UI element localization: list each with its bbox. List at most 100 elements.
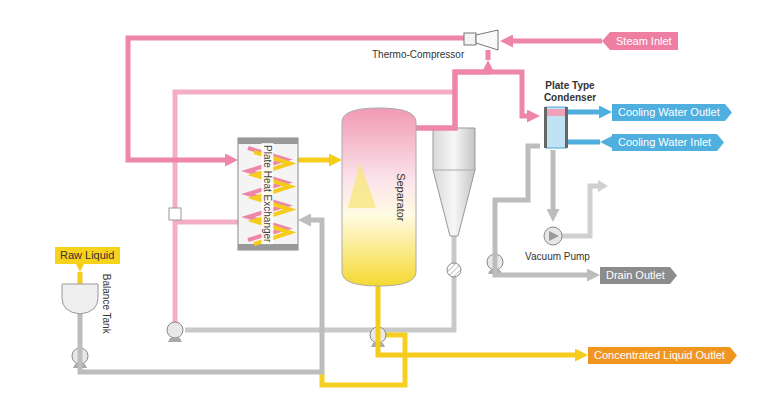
pump-symbol-part — [167, 322, 183, 338]
pipe-arrow — [80, 264, 81, 272]
compressor: Thermo-Compressor — [372, 28, 500, 60]
vacuum-exhaust-pipe-part — [562, 186, 598, 236]
valve-symbol — [169, 208, 181, 220]
node-label: Concentrated Liquid Outlet — [594, 349, 725, 362]
pipe-connector — [128, 38, 372, 160]
recirculation-pipe — [322, 335, 405, 385]
pipe-arrow — [553, 150, 554, 222]
exhaust-arrowhead — [598, 180, 608, 192]
pipe-line — [298, 158, 333, 163]
recirculation-pipe-part — [322, 335, 405, 385]
outlet-tag: Concentrated Liquid Outlet — [588, 347, 737, 364]
pipe-arrow — [600, 142, 612, 143]
compressor-part — [464, 33, 476, 45]
node-label: Plate Heat Exchanger — [262, 143, 274, 244]
inlet-tag-part — [55, 247, 120, 264]
pipe-connector — [553, 150, 554, 222]
vacuum-pump: Vacuum Pump — [515, 222, 600, 262]
balance-tank-part — [78, 314, 83, 336]
condenser-part — [544, 107, 547, 148]
inlet-tag: Cooling Water Inlet — [612, 134, 724, 151]
node-label: Thermo-Compressor — [372, 49, 464, 61]
pump-symbol-part — [168, 338, 182, 342]
node-label: Separator — [395, 173, 408, 221]
node-label: Raw Liquid — [60, 249, 114, 262]
strainer-symbol — [447, 263, 461, 277]
balance-tank-part — [78, 272, 83, 284]
pipe-line — [600, 110, 603, 115]
pipe-line — [551, 150, 556, 213]
heat-exchanger-part — [238, 138, 298, 250]
pipe-arrow — [378, 355, 588, 356]
outlet-tag-part — [612, 104, 732, 121]
pipe-connector — [416, 72, 540, 128]
pipe-connector — [298, 160, 342, 161]
compressor-part — [486, 50, 491, 60]
pipe-line — [416, 72, 531, 128]
inlet-tag: Raw Liquid — [55, 247, 120, 264]
separator-vessel-part — [348, 162, 376, 208]
steam-condensate-pipe-part — [175, 220, 238, 225]
cyclone-symbol-part — [433, 170, 475, 171]
pipe-line — [416, 69, 488, 128]
pipe-line — [378, 286, 579, 355]
compressor-part — [372, 36, 464, 41]
inlet-tag-part — [602, 32, 678, 50]
pipe-arrow — [298, 160, 342, 161]
pipe-connector — [495, 146, 600, 275]
pipe-connector — [80, 264, 81, 272]
vacuum-exhaust-pipe — [562, 186, 598, 236]
vacuum-pump-part — [544, 227, 562, 245]
pipe-connector — [500, 41, 602, 42]
outlet-tag-part — [600, 267, 677, 284]
compressor-part — [476, 30, 498, 50]
pipe-arrow — [500, 41, 602, 42]
drain-pipe-part — [452, 236, 457, 263]
steam-condensate-pipe — [175, 92, 455, 330]
connectors — [80, 38, 612, 372]
condenser-part — [565, 107, 568, 148]
condenser-part — [546, 109, 566, 116]
pipe-line — [128, 38, 372, 160]
heat-exchanger-part — [238, 244, 298, 250]
outlet-tag: Drain Outlet — [600, 267, 677, 284]
node-label: Cooling Water Outlet — [618, 106, 720, 119]
pipe-arrow — [522, 116, 540, 117]
pump-symbol — [167, 322, 183, 342]
node-label: Steam Inlet — [616, 35, 672, 48]
condenser-part — [546, 107, 566, 148]
pipe-connector — [600, 112, 612, 113]
node-label: Vacuum Pump — [525, 251, 590, 263]
heat-exchanger: Plate Heat Exchanger — [238, 138, 298, 250]
cyclone-symbol — [433, 128, 475, 236]
outlet-tag-part — [588, 347, 737, 364]
node-label: Plate Type Condenser — [540, 80, 600, 104]
pipe-line — [609, 140, 612, 145]
outlet-tag: Cooling Water Outlet — [612, 104, 732, 121]
steam-condensate-pipe-part — [175, 92, 455, 330]
pipe-line — [495, 146, 591, 275]
condenser-part — [566, 140, 600, 145]
pipe-connector — [378, 286, 588, 355]
pipe-arrow — [600, 112, 612, 113]
pipe-arrow — [298, 220, 322, 221]
balance-tank-part — [62, 284, 98, 314]
inlet-tag: Steam Inlet — [602, 32, 678, 50]
vacuum-pump-part — [549, 231, 559, 241]
pipe-arrow — [495, 275, 600, 276]
balance-tank: Balance Tank — [58, 272, 114, 336]
pipe-arrow — [128, 160, 238, 161]
cyclone-symbol-part — [433, 128, 475, 236]
inlet-tag-part — [612, 134, 724, 151]
condenser: Plate Type Condenser — [540, 80, 600, 150]
separator-vessel-part — [342, 108, 416, 286]
condenser-part — [566, 110, 600, 115]
node-label: Balance Tank — [100, 274, 112, 334]
pipe-connector — [600, 142, 612, 143]
node-label: Drain Outlet — [606, 269, 665, 282]
node-label: Cooling Water Inlet — [618, 136, 711, 149]
separator-vessel: Separator — [342, 108, 416, 286]
pipe-line — [509, 39, 602, 44]
